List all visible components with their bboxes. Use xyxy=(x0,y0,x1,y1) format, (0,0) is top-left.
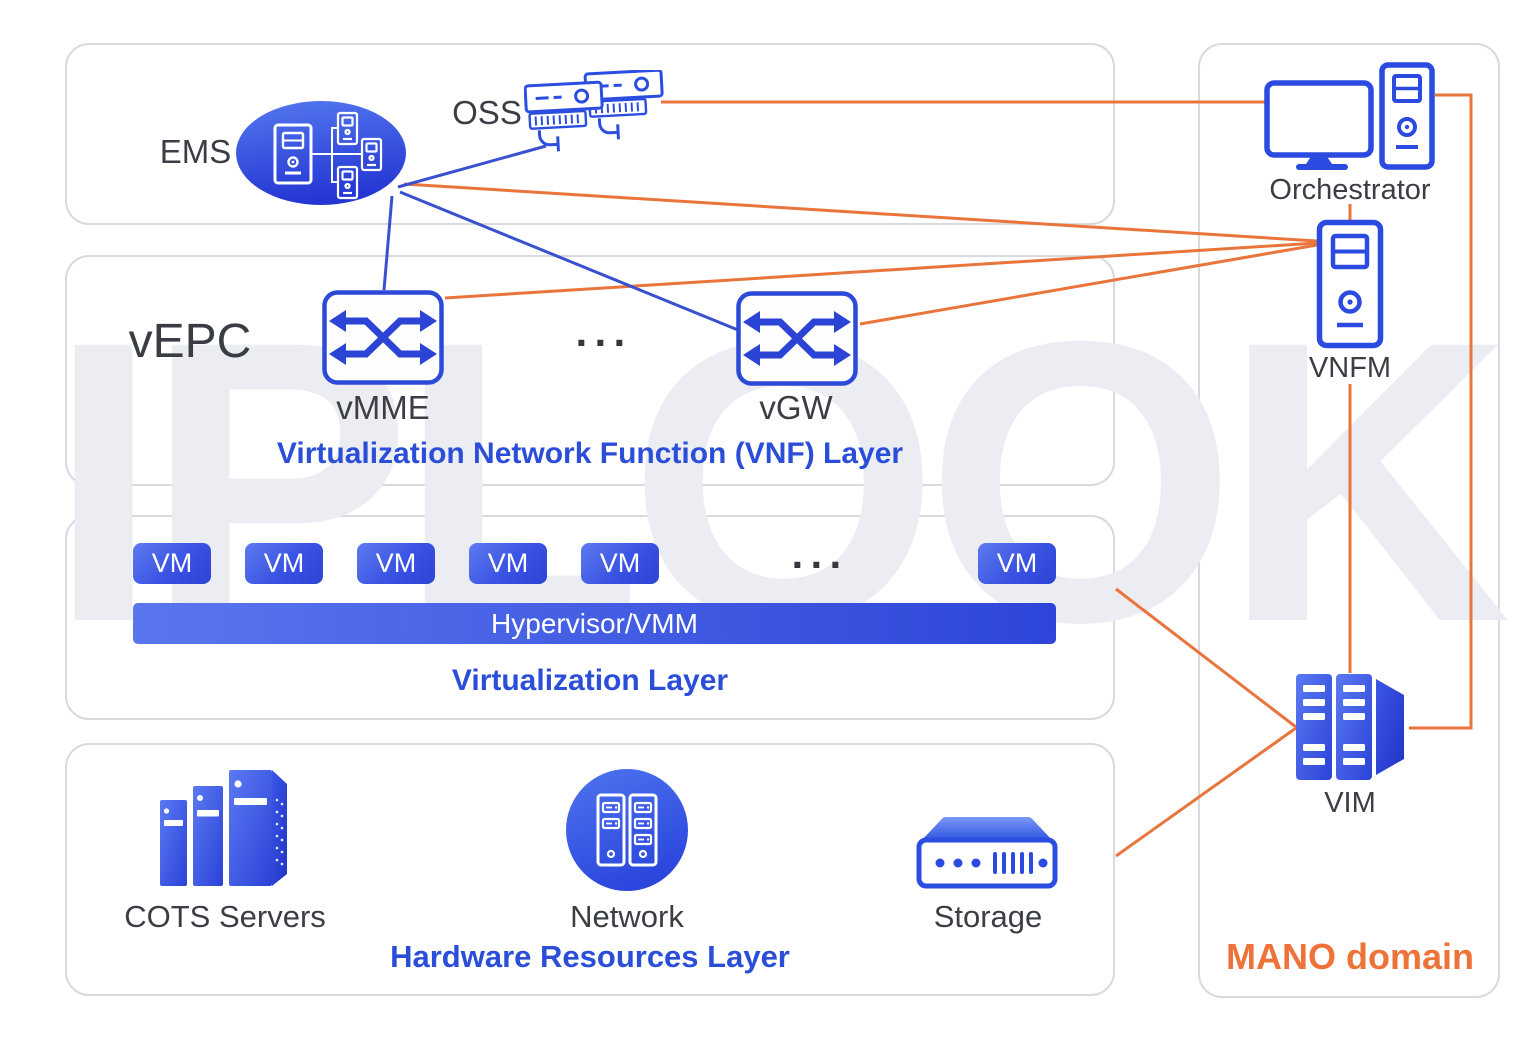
vnfm-server-icon xyxy=(1316,219,1384,354)
cots-servers-label: COTS Servers xyxy=(124,899,326,934)
vgw-label: vGW xyxy=(759,389,833,426)
vm-box: VM xyxy=(245,543,323,584)
oss-label: OSS xyxy=(452,94,522,131)
vim-server-icon xyxy=(1294,672,1408,787)
vim-label: VIM xyxy=(1324,787,1376,819)
virtualization-layer-title: Virtualization Layer xyxy=(451,664,729,697)
vm-box: VM xyxy=(357,543,435,584)
network-icon xyxy=(565,768,689,897)
network-label: Network xyxy=(570,899,684,934)
vepc-label: vEPC xyxy=(128,315,252,368)
storage-label: Storage xyxy=(933,899,1043,934)
ems-icon xyxy=(235,100,407,212)
cots-servers-icon xyxy=(156,768,294,905)
vnf-layer-title: Virtualization Network Function (VNF) La… xyxy=(276,437,904,470)
oss-icon xyxy=(523,68,666,163)
vnf-ellipsis: ··· xyxy=(575,319,633,366)
vm-box: VM xyxy=(133,543,211,584)
vm-box: VM xyxy=(581,543,659,584)
vmme-switch-icon xyxy=(322,288,444,392)
storage-icon xyxy=(916,813,1058,898)
hypervisor-bar: Hypervisor/VMM xyxy=(133,603,1056,644)
hardware-layer-title: Hardware Resources Layer xyxy=(390,939,790,974)
vmme-label: vMME xyxy=(336,389,430,426)
orchestrator-icon xyxy=(1262,58,1440,179)
vm-box: VM xyxy=(978,543,1056,584)
vgw-switch-icon xyxy=(735,291,859,391)
ems-label: EMS xyxy=(159,133,232,170)
vnfm-label: VNFM xyxy=(1308,352,1392,384)
vm-box: VM xyxy=(469,543,547,584)
hypervisor-label: Hypervisor/VMM xyxy=(491,607,698,639)
vm-ellipsis: ··· xyxy=(791,541,849,588)
orchestrator-label: Orchestrator xyxy=(1269,174,1431,206)
mano-domain-label: MANO domain xyxy=(1226,936,1474,977)
